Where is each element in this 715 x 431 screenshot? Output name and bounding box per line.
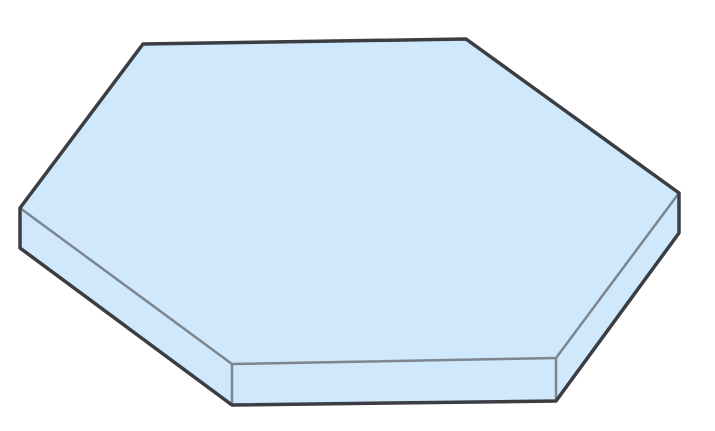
prism-side-face-right — [556, 193, 679, 401]
prism-side-face-front — [232, 358, 556, 405]
prism-outline — [18, 37, 681, 407]
prism-top-face — [20, 39, 679, 364]
prism-inner-edge — [19, 192, 681, 366]
prism-side-face-left — [20, 208, 232, 405]
